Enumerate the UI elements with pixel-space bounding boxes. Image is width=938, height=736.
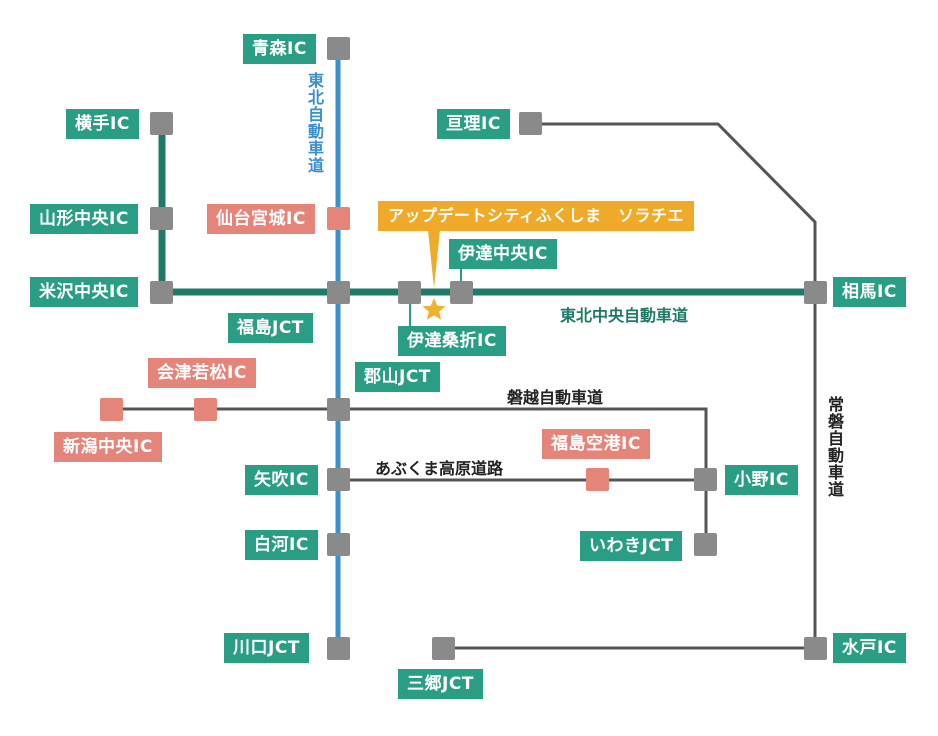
node-mito	[804, 637, 827, 660]
road-name-abukuma: あぶくま高原道路	[375, 459, 504, 478]
road-name-tohoku-expressway: 東北自動車道	[305, 72, 324, 174]
node-date-kuwaori	[398, 281, 421, 304]
road-name-joban: 常磐自動車道	[825, 396, 844, 498]
node-ono	[694, 468, 717, 491]
node-yamagata-chuo	[150, 207, 173, 230]
label-yonezawa-chuo: 米沢中央IC	[30, 277, 138, 307]
destination-label: アップデートシティふくしま ソラチエ	[378, 201, 695, 231]
label-fukushima-kuko: 福島空港IC	[542, 429, 650, 459]
node-iwaki-jct	[694, 533, 717, 556]
node-sendai-miyagi	[327, 207, 350, 230]
label-yabuki: 矢吹IC	[245, 465, 318, 495]
label-date-kuwaori: 伊達桑折IC	[398, 326, 506, 356]
label-mito: 水戸IC	[833, 633, 906, 663]
node-niigata-chuo	[100, 398, 123, 421]
destination-pointer	[428, 230, 440, 288]
node-yokote	[150, 112, 173, 135]
node-sango-jct	[432, 637, 455, 660]
label-watari: 亘理IC	[437, 109, 510, 139]
label-fukushima-jct: 福島JCT	[228, 313, 313, 343]
label-kawaguchi-jct: 川口JCT	[224, 633, 309, 663]
label-soma: 相馬IC	[833, 277, 906, 307]
road-banetsu	[112, 407, 708, 545]
label-niigata-chuo: 新潟中央IC	[54, 432, 162, 462]
road-joban	[530, 122, 817, 648]
label-koriyama-jct: 郡山JCT	[355, 362, 440, 392]
node-fukushima-jct	[327, 281, 350, 304]
node-koriyama-jct	[327, 398, 350, 421]
node-date-chuo	[450, 281, 473, 304]
node-aomori	[327, 37, 350, 60]
label-shirakawa: 白河IC	[245, 530, 318, 560]
node-kawaguchi-jct	[327, 637, 350, 660]
label-ono: 小野IC	[725, 465, 798, 495]
label-sendai-miyagi: 仙台宮城IC	[207, 204, 315, 234]
node-yabuki	[327, 468, 350, 491]
node-shirakawa	[327, 533, 350, 556]
label-date-chuo: 伊達中央IC	[449, 239, 557, 269]
label-aomori: 青森IC	[243, 34, 316, 64]
road-name-banetsu: 磐越自動車道	[507, 388, 604, 407]
star-icon	[422, 298, 446, 320]
road-name-tohoku-chuo: 東北中央自動車道	[560, 306, 689, 325]
label-yokote: 横手IC	[66, 109, 139, 139]
node-yonezawa-chuo	[150, 281, 173, 304]
node-fukushima-kuko	[586, 468, 609, 491]
node-aizu-wakamatsu	[194, 398, 217, 421]
label-aizu-wakamatsu: 会津若松IC	[148, 358, 256, 388]
label-iwaki-jct: いわきJCT	[580, 531, 683, 561]
label-sango-jct: 三郷JCT	[398, 669, 483, 699]
node-soma	[804, 281, 827, 304]
label-yamagata-chuo: 山形中央IC	[30, 204, 138, 234]
node-watari	[519, 112, 542, 135]
